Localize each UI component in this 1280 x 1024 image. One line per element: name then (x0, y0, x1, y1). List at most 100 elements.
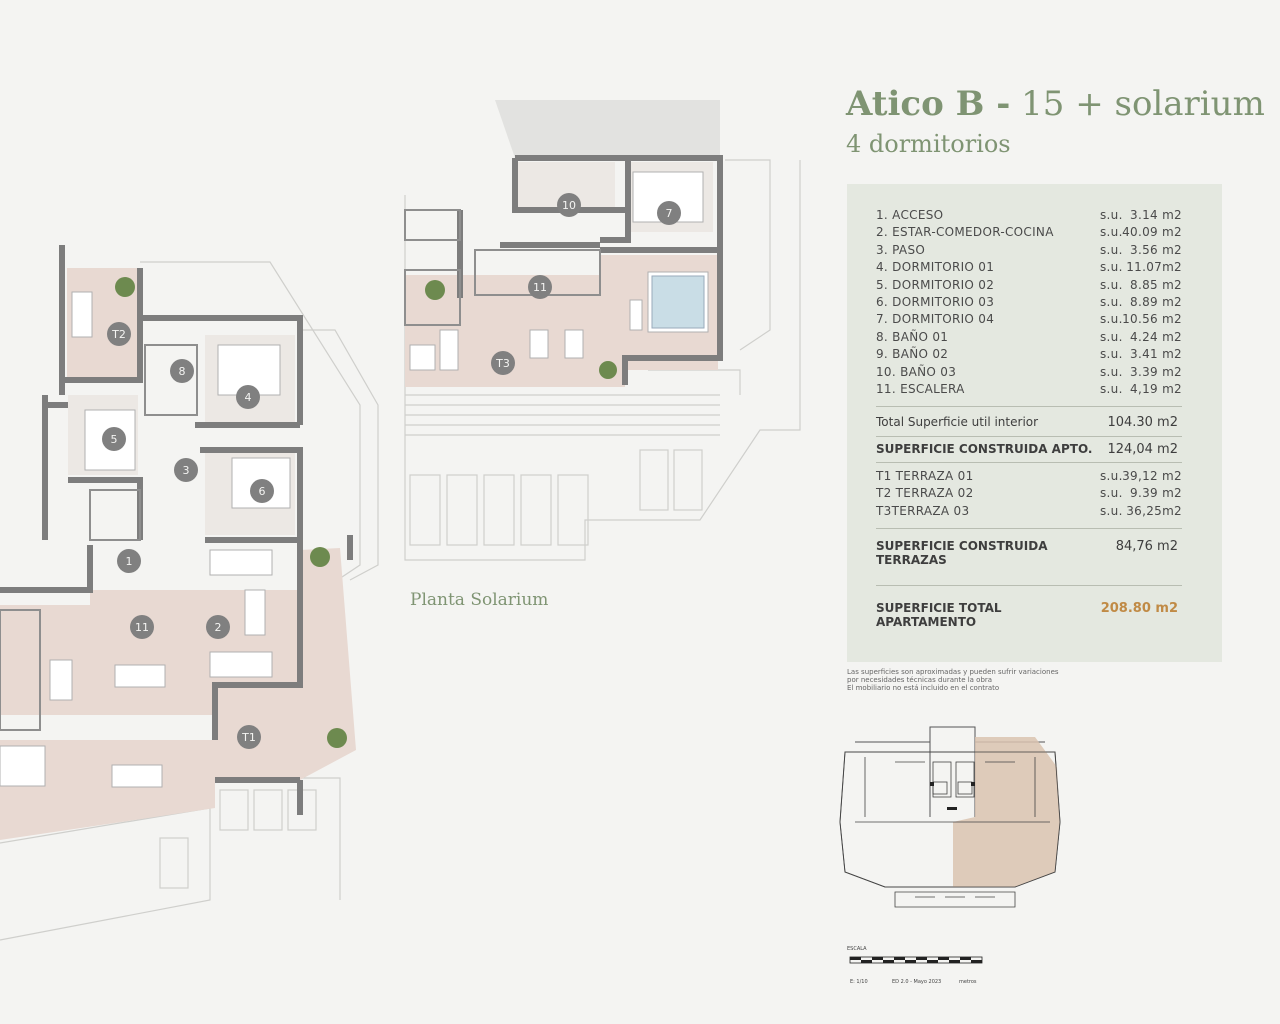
room-row-su: s.u. (1100, 312, 1123, 327)
terrace-row-label: T1 TERRAZA 01 (876, 469, 974, 483)
terrace-areas (0, 255, 718, 840)
room-label-11: 11 (135, 621, 149, 634)
walls (0, 155, 723, 815)
room-badge-8 (170, 359, 194, 383)
room-row-su: s.u. (1100, 277, 1123, 292)
room-row-value: 4,19 m2 (1130, 381, 1182, 396)
construida-value: 124,04 m2 (1107, 442, 1178, 457)
room-row-label: 9. BAÑO 02 (876, 347, 949, 362)
room-badge-5 (102, 427, 126, 451)
room-row-su: s.u. (1100, 260, 1123, 275)
terrace-row-su: s.u. (1100, 469, 1123, 483)
room-row-label: 3. PASO (876, 242, 926, 257)
scale-mid: ED 2.0 - Mayo 2023 (892, 979, 941, 985)
terrazas-construida-row: SUPERFICIE CONSTRUIDA TERRAZAS 84,76 m2 (876, 539, 1182, 567)
terrace-row-label: T2 TERRAZA 02 (876, 486, 974, 501)
room-row-value: 3.14 m2 (1130, 208, 1182, 222)
room-row: 5. DORMITORIO 02 s.u. 8.85 m2 (876, 278, 1186, 295)
room-label-6: 6 (259, 485, 266, 498)
terrace-label-t2: T2 (111, 328, 126, 341)
room-row-label: 8. BAÑO 01 (876, 329, 949, 344)
terrace-row-su: s.u. (1100, 486, 1123, 501)
divider (876, 406, 1182, 407)
terrace-row-value: 39,12 m2 (1122, 469, 1182, 483)
note-line-2: por necesidades técnicas durante la obra (847, 676, 993, 684)
room-badges: 1 2 3 4 5 6 7 8 10 11 11 T1 T2 T3 (102, 193, 681, 749)
room-label-10: 10 (562, 199, 576, 212)
room-label-4: 4 (245, 391, 252, 404)
room-label-8: 8 (179, 365, 186, 378)
room-label-11-solarium: 11 (533, 281, 547, 294)
room-badge-1 (117, 549, 141, 573)
disclaimer-note: Las superficies son aproximadas y pueden… (847, 668, 1077, 692)
room-label-1: 1 (126, 555, 133, 568)
total-util-label: Total Superficie util interior (876, 415, 1039, 429)
divider (876, 462, 1182, 463)
room-row: 4. DORMITORIO 01 s.u.11.07m2 (876, 260, 1186, 277)
title-rest: 15 + solarium (1021, 84, 1265, 124)
note-line-1: Las superficies son aproximadas y pueden… (847, 668, 1059, 676)
surfaces-panel (847, 184, 1222, 662)
room-label-5: 5 (111, 433, 118, 446)
terrazas-construida-label-1: SUPERFICIE CONSTRUIDA (876, 539, 1048, 553)
terrace-label-t3: T3 (495, 357, 510, 370)
total-apartamento-label-2: APARTAMENTO (876, 615, 977, 629)
terrace-badge-t1 (237, 725, 261, 749)
room-row-label: 11. ESCALERA (876, 381, 965, 396)
room-badge-11 (130, 615, 154, 639)
pool (651, 275, 705, 329)
highlighted-unit (953, 737, 1060, 887)
room-row-value: 8.85 m2 (1130, 277, 1182, 292)
room-row-label: 6. DORMITORIO 03 (876, 294, 995, 309)
room-row-su: s.u. (1100, 364, 1123, 379)
total-apartamento-value: 208.80 m2 (1100, 601, 1178, 616)
room-row-label: 4. DORMITORIO 01 (876, 260, 995, 275)
room-row-value: 10.56 m2 (1122, 312, 1182, 327)
room-badge-2 (206, 615, 230, 639)
room-row-su: s.u. (1100, 294, 1123, 309)
divider (876, 528, 1182, 529)
key-plan (839, 726, 1061, 908)
note-line-3: El mobiliario no está incluido en el con… (847, 684, 1000, 692)
room-badge-4 (236, 385, 260, 409)
room-badge-11-solarium (528, 275, 552, 299)
room-row-su: s.u. (1100, 242, 1123, 257)
terrace-label-t1: T1 (241, 731, 256, 744)
room-row: 3. PASO s.u. 3.56 m2 (876, 243, 1186, 260)
divider (876, 436, 1182, 437)
total-apartamento-row: SUPERFICIE TOTAL APARTAMENTO 208.80 m2 (876, 601, 1182, 629)
total-util-value: 104.30 m2 (1107, 415, 1178, 430)
room-label-3: 3 (183, 464, 190, 477)
room-badge-6 (250, 479, 274, 503)
room-row-su: s.u. (1100, 208, 1123, 222)
construida-label: SUPERFICIE CONSTRUIDA APTO. (876, 442, 1093, 456)
room-row-su: s.u. (1100, 329, 1123, 344)
room-row-su: s.u. (1100, 225, 1123, 240)
room-row-value: 8.89 m2 (1130, 294, 1182, 309)
title-block: Atico B - 15 + solarium 4 dormitorios (846, 84, 1266, 158)
room-label-7: 7 (666, 207, 673, 220)
terrace-row-value: 36,25m2 (1126, 503, 1182, 518)
terrace-row: T1 TERRAZA 01 s.u.39,12 m2 (876, 469, 1186, 486)
outline-linework (0, 159, 801, 941)
terrazas-construida-value: 84,76 m2 (1115, 539, 1178, 554)
floor-plan-drawing: 1 2 3 4 5 6 7 8 10 11 11 T1 T2 T3 (0, 100, 801, 941)
room-row-label: 5. DORMITORIO 02 (876, 277, 995, 292)
total-util-row: Total Superficie util interior 104.30 m2 (876, 415, 1182, 430)
room-row-value: 3.56 m2 (1130, 242, 1182, 257)
room-label-2: 2 (215, 621, 222, 634)
room-badge-10 (557, 193, 581, 217)
terrace-badge-t2 (107, 322, 131, 346)
room-badge-7 (657, 201, 681, 225)
room-row-value: 11.07m2 (1126, 260, 1182, 275)
scale-bar: ESCALA E: 1/10 ED 2.0 - Mayo 2023 metros (847, 946, 983, 985)
stair-shadow (495, 100, 720, 158)
room-row-su: s.u. (1100, 347, 1123, 362)
